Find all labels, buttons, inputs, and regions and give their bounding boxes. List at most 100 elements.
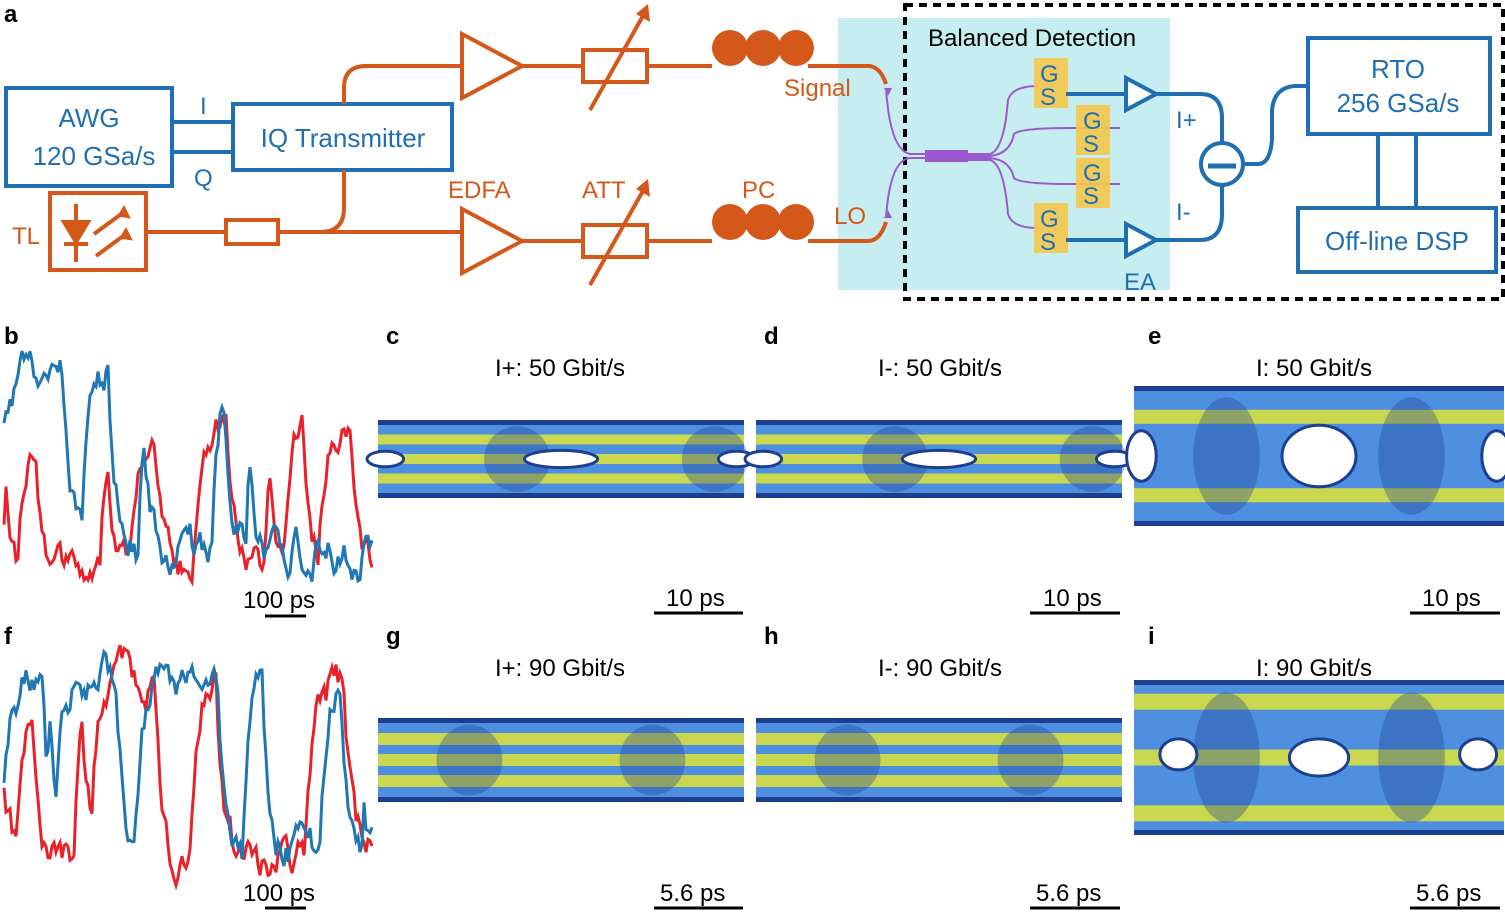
eye-top-rail (1134, 680, 1504, 685)
eye-bottom-rail (378, 797, 744, 802)
eye-level-band (756, 775, 1122, 787)
panel-label-d: d (764, 323, 779, 350)
tl-label: TL (12, 223, 40, 250)
gs-labels: G S G S G S G S (1040, 61, 1102, 256)
i-label: I (200, 93, 207, 120)
att-label: ATT (582, 177, 626, 204)
coupler-box (224, 218, 280, 246)
panel-label-a: a (4, 1, 18, 28)
ea-lower-icon (1124, 220, 1161, 260)
eye-top-rail (756, 718, 1122, 723)
lo-input-port (884, 210, 892, 218)
panel-label-h: h (764, 623, 779, 650)
eye-level-band (378, 733, 744, 745)
awg-rate: 120 GSa/s (33, 141, 156, 171)
i-minus-label: I- (1176, 199, 1191, 226)
att-upper-arrowhead (636, 4, 650, 22)
eye-crossing (1378, 692, 1445, 823)
eye-title-h: I-: 90 Gbit/s (878, 655, 1002, 682)
dsp-box (1296, 206, 1498, 274)
eye-diagram-i (1134, 680, 1504, 835)
pd1-g: G (1040, 61, 1059, 88)
lo-label: LO (834, 203, 866, 230)
trace-red-f (2, 644, 374, 891)
eye-opening (900, 448, 978, 470)
rto-box (1306, 36, 1492, 136)
panel-label-i: i (1148, 623, 1155, 650)
eye-crossing (1059, 426, 1126, 492)
pd3-s: S (1083, 183, 1099, 210)
laser-diode-icon (60, 204, 133, 262)
eye-crossing (681, 426, 748, 492)
eye-level-band (756, 754, 1122, 766)
eye-crossing (619, 724, 686, 796)
mmi-coupler (925, 150, 968, 162)
eye-bottom-rail (1134, 521, 1504, 526)
pd1-s: S (1040, 84, 1056, 111)
awg-label: AWG (58, 103, 119, 133)
waveform-f (2, 644, 374, 891)
balanced-detection-box (903, 3, 1505, 301)
eye-title-e: I: 50 Gbit/s (1256, 355, 1372, 382)
pd4-s: S (1040, 229, 1056, 256)
signal-input-port (884, 88, 892, 96)
eye-level-band (756, 473, 1122, 484)
eye-opening (365, 449, 406, 469)
q-label: Q (194, 165, 213, 192)
eye-diagram-h (756, 718, 1122, 802)
panel-label-f: f (4, 623, 13, 650)
eye-bottom-rail (378, 493, 744, 498)
eye-level-band (1134, 693, 1504, 710)
eye-opening (522, 448, 600, 470)
eye-title-c: I+: 50 Gbit/s (495, 355, 625, 382)
eye-bottom-rail (1134, 830, 1504, 835)
eye-level-band (1134, 488, 1504, 503)
eye-level-band (378, 754, 744, 766)
eye-level-band (1134, 409, 1504, 424)
att-lower-arrowhead (636, 179, 650, 197)
waveguides (885, 85, 1120, 229)
iq-transmitter-label: IQ Transmitter (261, 123, 426, 153)
rto-label: RTO (1371, 54, 1425, 84)
signal-label: Signal (784, 75, 851, 102)
pd-pads (1034, 58, 1110, 253)
scalebar-d-label: 10 ps (1043, 585, 1102, 612)
trace-red-b (2, 413, 374, 587)
eye-opening (1287, 737, 1351, 778)
trace-blue-f (2, 648, 374, 867)
eye-crossing (436, 724, 503, 796)
edfa-label: EDFA (448, 177, 511, 204)
eye-opening (1458, 737, 1499, 772)
edfa-lower-icon (460, 205, 527, 277)
scalebar-f-label: 100 ps (243, 880, 315, 907)
scalebar-e-label: 10 ps (1422, 585, 1481, 612)
panel-label-c: c (386, 323, 399, 350)
eye-level-band (378, 775, 744, 787)
eye-top-rail (378, 420, 744, 425)
eye-crossing (997, 724, 1064, 796)
scalebar-g-label: 5.6 ps (660, 880, 725, 907)
eye-bottom-rail (756, 797, 1122, 802)
pc-label: PC (742, 177, 775, 204)
eye-opening (1480, 429, 1505, 483)
eye-level-band (1134, 805, 1504, 822)
eye-opening (743, 449, 784, 469)
rf-lines (1066, 84, 1418, 242)
eye-crossing (1193, 692, 1260, 823)
ea-upper-icon (1124, 74, 1161, 114)
awg-box (4, 86, 174, 188)
eye-diagram-g (378, 718, 744, 802)
panel-label-g: g (386, 623, 401, 650)
eye-opening (1280, 423, 1358, 489)
eye-level-band (378, 434, 744, 445)
eye-level-band (756, 434, 1122, 445)
i-plus-label: I+ (1176, 107, 1197, 134)
ea-label: EA (1124, 269, 1156, 296)
att-lower-arrow (588, 188, 646, 286)
eye-crossing (1193, 397, 1260, 515)
pd2-g: G (1083, 108, 1102, 135)
eye-crossing (1378, 397, 1445, 515)
eye-top-rail (1134, 386, 1504, 391)
eye-diagram-d (743, 420, 1135, 498)
